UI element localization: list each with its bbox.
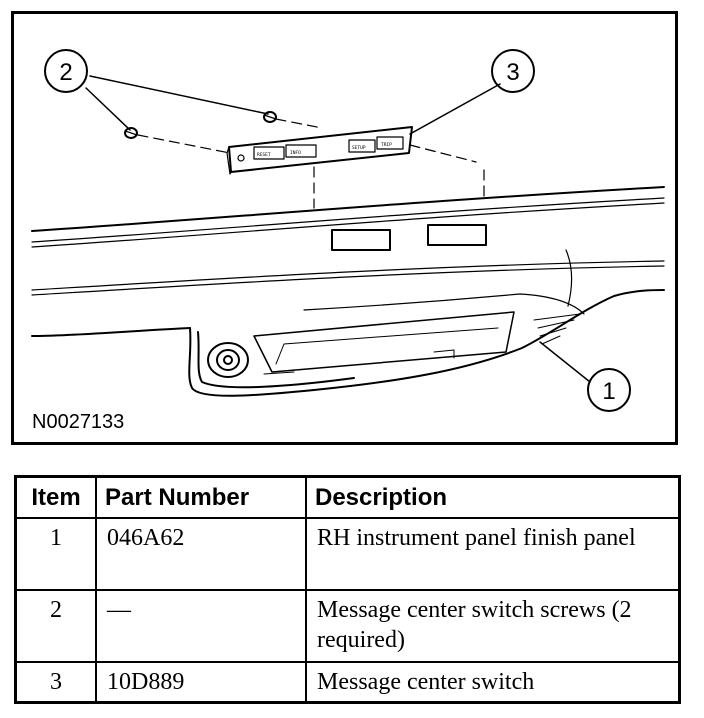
callout-number-3: 3 (506, 59, 519, 86)
screw-right (263, 111, 277, 123)
diagram-drawing: RESET INFO SETUP TRIP 2 3 1 (31, 49, 665, 412)
dash-top-edge (31, 186, 665, 248)
cell-part-number: 046A62 (95, 517, 307, 591)
table-row: 2 — Message center switch screws (2 requ… (14, 589, 681, 663)
finish-panel (31, 249, 665, 397)
cell-item: 3 (14, 661, 97, 704)
table-header-row: Item Part Number Description (14, 475, 681, 519)
figure-id-label: N0027133 (32, 411, 125, 433)
leader-lines (85, 75, 591, 383)
exploded-view-figure: RESET INFO SETUP TRIP 2 3 1 N0027133 (11, 11, 678, 445)
table-row: 1 046A62 RH instrument panel finish pane… (14, 517, 681, 591)
switch-opening-right (427, 224, 487, 246)
cell-item: 2 (14, 589, 97, 663)
callout-number-2: 2 (59, 59, 72, 86)
message-center-switch (226, 126, 413, 175)
switch-label-setup: SETUP (352, 145, 366, 151)
parts-table: Item Part Number Description 1 046A62 RH… (14, 475, 681, 704)
cell-description: Message center switch (305, 661, 681, 704)
header-description: Description (305, 475, 681, 519)
cell-description: Message center switch screws (2 required… (305, 589, 681, 663)
callout-number-1: 1 (602, 378, 615, 405)
cell-item: 1 (14, 517, 97, 591)
cell-part-number: — (95, 589, 307, 663)
cell-description: RH instrument panel finish panel (305, 517, 681, 591)
screw-left (124, 127, 138, 139)
switch-label-trip: TRIP (381, 142, 392, 148)
switch-opening-left (331, 229, 391, 251)
switch-label-reset: RESET (257, 152, 271, 158)
callout-circle-2 (44, 49, 88, 93)
dash-lower-edge (31, 260, 665, 296)
cell-part-number: 10D889 (95, 661, 307, 704)
assembly-lines (137, 118, 485, 209)
callout-circle-1 (587, 368, 631, 412)
switch-label-info: INFO (290, 150, 301, 156)
callout-circle-3 (491, 49, 535, 93)
header-item: Item (14, 475, 97, 519)
table-row: 3 10D889 Message center switch (14, 661, 681, 704)
header-part-number: Part Number (95, 475, 307, 519)
vent-bezel (207, 342, 249, 378)
